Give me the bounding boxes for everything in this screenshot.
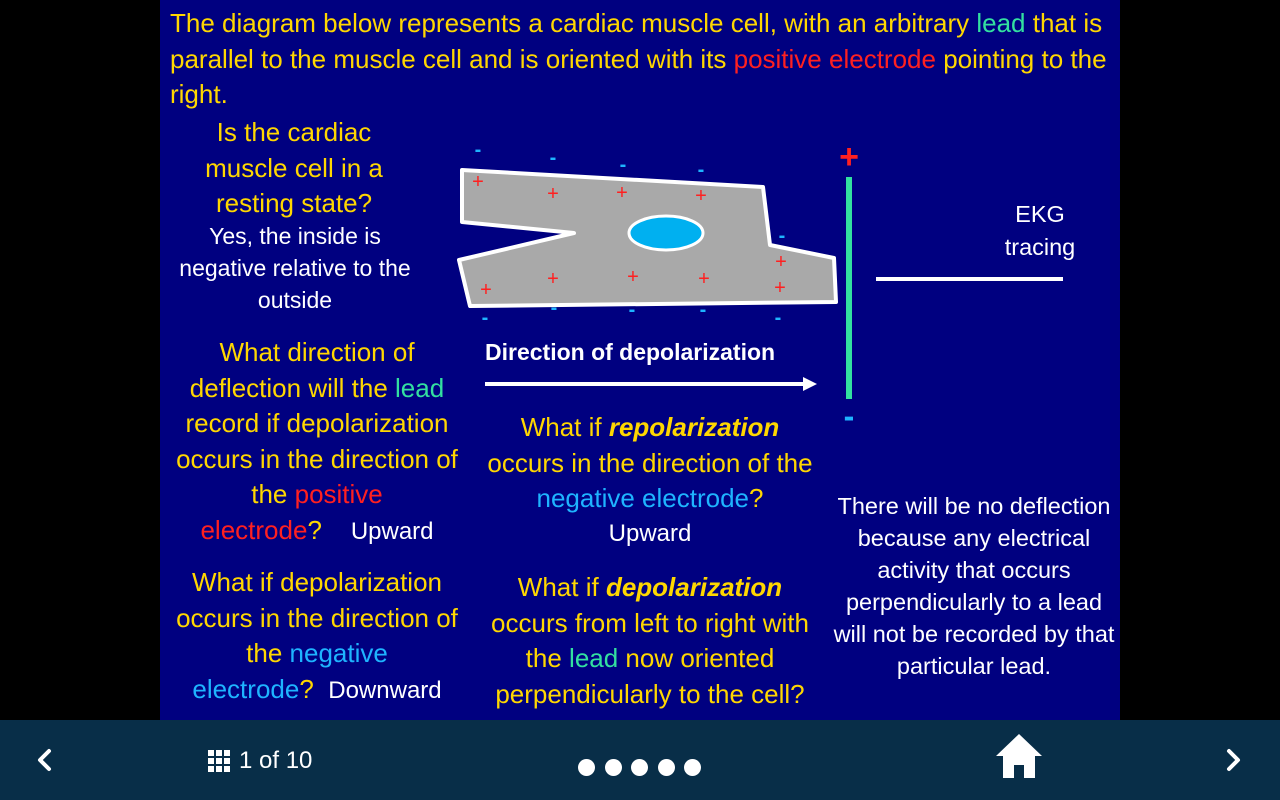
negative-charge-sign: - bbox=[700, 299, 707, 321]
negative-charge-sign: - bbox=[698, 159, 705, 181]
negative-charge-sign: - bbox=[551, 297, 558, 319]
positive-charge-sign: + bbox=[480, 279, 492, 301]
positive-charge-sign: + bbox=[547, 183, 559, 205]
negative-charge-sign: - bbox=[629, 299, 636, 321]
answer-repolarization: Upward bbox=[608, 520, 692, 547]
intro-text: The diagram below represents a cardiac m… bbox=[170, 8, 1107, 109]
next-button[interactable] bbox=[1218, 744, 1250, 776]
chevron-right-icon bbox=[1227, 749, 1240, 771]
answer-downward: Downward bbox=[328, 676, 442, 704]
positive-charge-sign: + bbox=[627, 266, 639, 288]
positive-charge-sign: + bbox=[616, 182, 628, 204]
positive-charge-sign: + bbox=[472, 171, 484, 193]
arrow-head-icon bbox=[803, 377, 817, 391]
positive-charge-sign: + bbox=[698, 268, 710, 290]
answer-perpendicular: There will be no deflection because any … bbox=[833, 493, 1115, 679]
question-resting: Is the cardiac muscle cell in a resting … bbox=[205, 117, 383, 218]
positive-charge-sign: + bbox=[774, 277, 786, 299]
page-dot[interactable] bbox=[631, 759, 648, 776]
negative-charge-sign: - bbox=[475, 139, 482, 161]
negative-charge-sign: - bbox=[775, 307, 782, 329]
home-button[interactable] bbox=[994, 732, 1044, 780]
answer-upward: Upward bbox=[350, 517, 434, 545]
membrane-charges: + + + + + + + + + + - - - - - - - - - - bbox=[472, 139, 787, 329]
home-icon bbox=[996, 734, 1042, 778]
chevron-left-icon bbox=[38, 749, 51, 771]
question-depolarization-positive: What direction of deflection will the le… bbox=[176, 337, 458, 545]
page-dot[interactable] bbox=[578, 759, 595, 776]
negative-electrode-sign: - bbox=[844, 398, 855, 434]
previous-button[interactable] bbox=[30, 744, 62, 776]
negative-charge-sign: - bbox=[779, 225, 786, 247]
cell-diagram: + + + + + + + + + + - - - - - - - - - - + - Direction of de… bbox=[457, 138, 1063, 434]
page-dot[interactable] bbox=[657, 759, 675, 776]
page-dot[interactable] bbox=[604, 759, 622, 776]
positive-charge-sign: + bbox=[695, 185, 707, 207]
negative-charge-sign: - bbox=[550, 147, 557, 169]
cell-nucleus bbox=[627, 214, 705, 252]
negative-charge-sign: - bbox=[620, 154, 627, 176]
question-perpendicular: What if depolarization occurs from left … bbox=[491, 572, 809, 709]
bottom-navigation-bar: 1 of 10 bbox=[0, 720, 1280, 800]
page-counter: 1 of 10 bbox=[239, 747, 313, 774]
positive-charge-sign: + bbox=[775, 251, 787, 273]
question-repolarization: What if repolarization occurs in the dir… bbox=[487, 412, 813, 513]
answer-resting: Yes, the inside is negative relative to … bbox=[179, 223, 411, 313]
question-depolarization-negative: What if depolarization occurs in the dir… bbox=[176, 567, 458, 704]
depolarization-direction-label: Direction of depolarization bbox=[485, 339, 775, 365]
slide: The diagram below represents a cardiac m… bbox=[160, 0, 1120, 720]
grid-icon bbox=[208, 750, 230, 772]
page-indicator-dots bbox=[578, 759, 701, 776]
page-dot[interactable] bbox=[684, 759, 701, 776]
negative-charge-sign: - bbox=[482, 307, 489, 329]
ekg-label: EKG tracing bbox=[1004, 201, 1076, 260]
positive-electrode-sign: + bbox=[839, 138, 859, 176]
positive-charge-sign: + bbox=[547, 268, 559, 290]
slide-index-button[interactable]: 1 of 10 bbox=[208, 747, 312, 775]
